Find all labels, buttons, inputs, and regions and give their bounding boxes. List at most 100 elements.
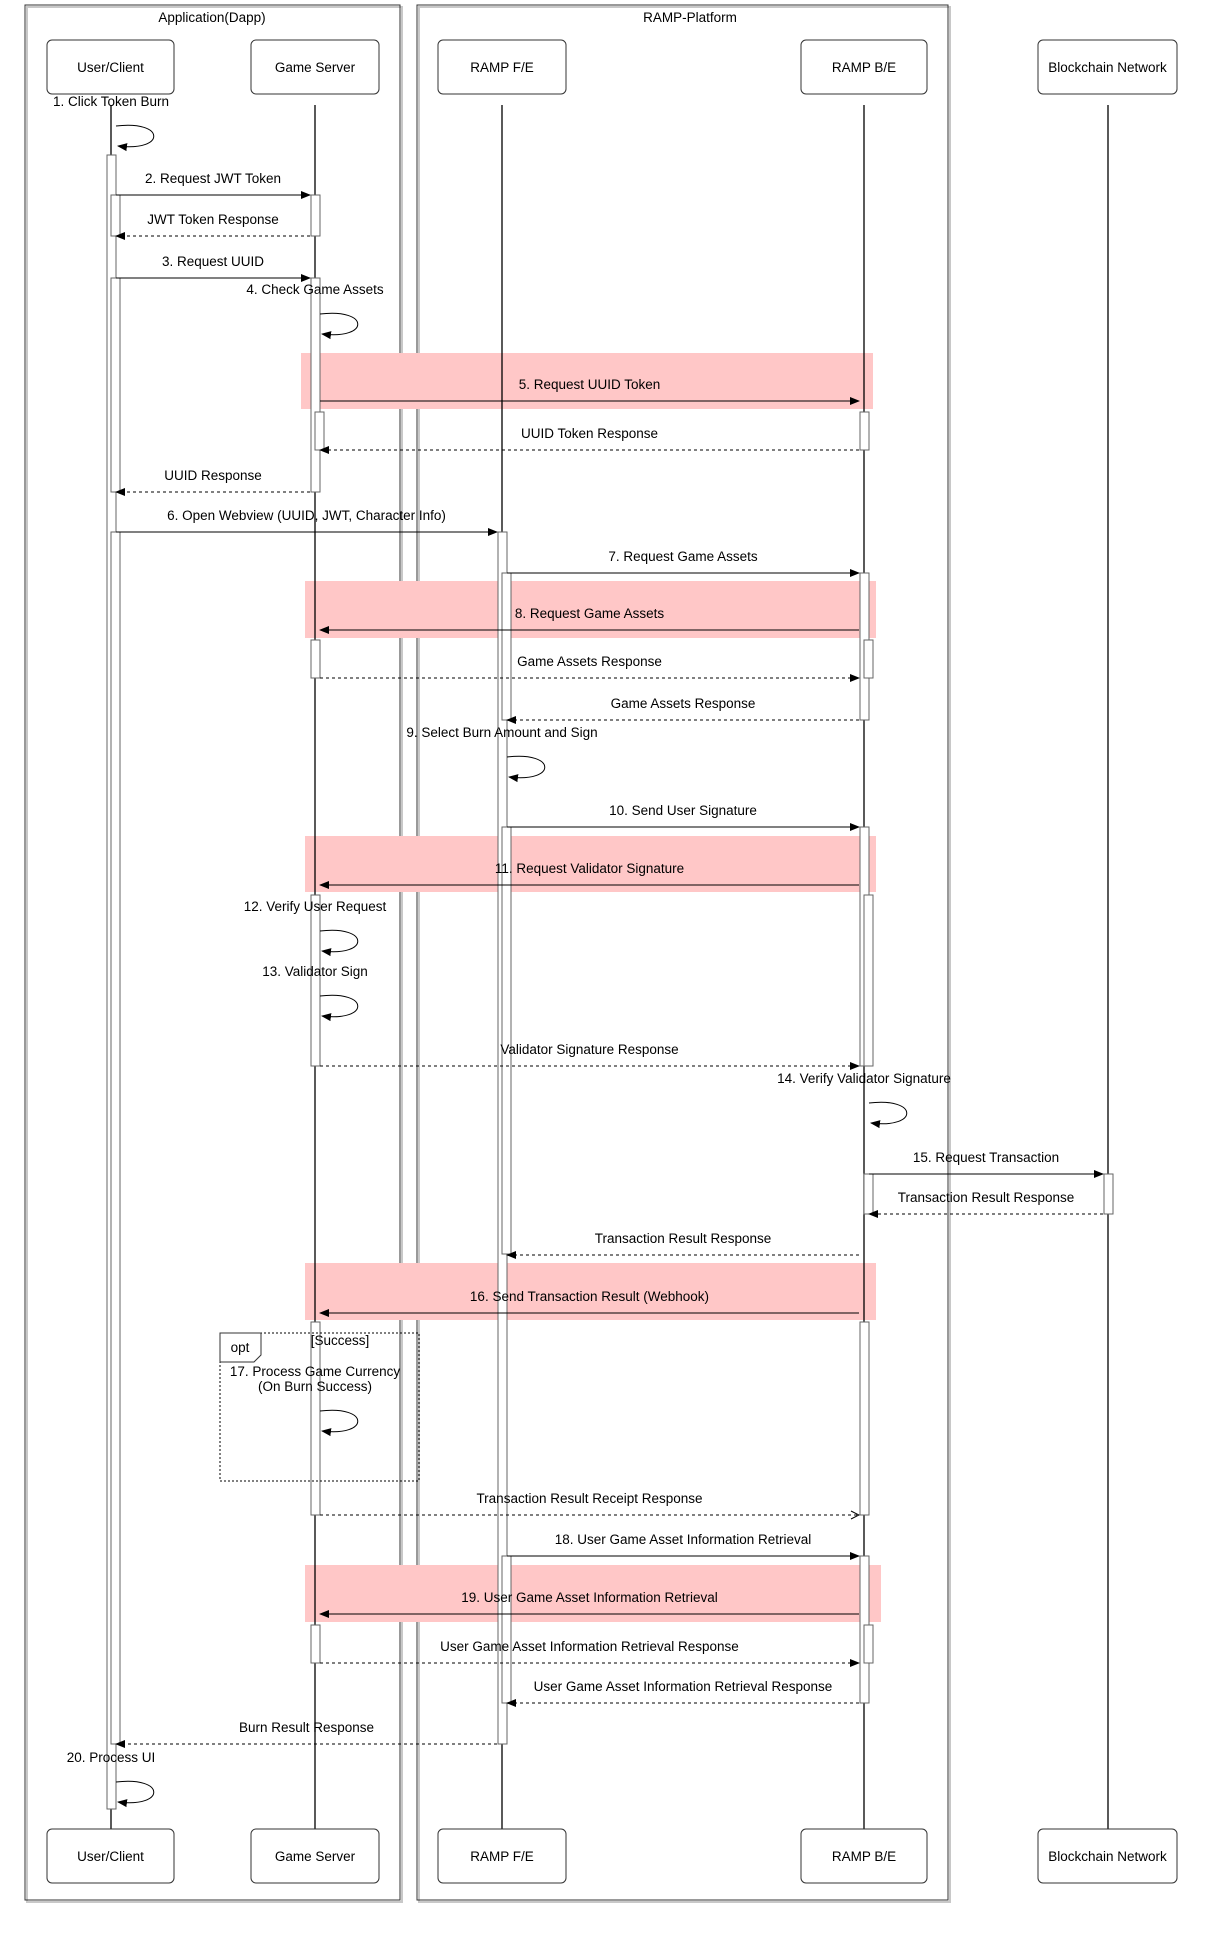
message-label: Burn Result Response xyxy=(239,1720,374,1735)
highlight-band xyxy=(305,1565,881,1622)
frame-title-app: Application(Dapp) xyxy=(158,10,265,25)
message-19: Validator Signature Response xyxy=(320,1042,860,1070)
activation-bar-game xyxy=(310,894,321,1067)
participant-label-be-bottom: RAMP B/E xyxy=(832,1849,896,1864)
message-1: 1. Click Token Burn xyxy=(53,94,169,152)
message-28: 19. User Game Asset Information Retrieva… xyxy=(319,1590,859,1618)
activation-bar-game xyxy=(310,194,321,237)
activation-bar-bc xyxy=(1103,1173,1114,1215)
participant-label-user-top: User/Client xyxy=(77,60,144,75)
activation-bar-fe xyxy=(501,826,512,1255)
message-27: 18. User Game Asset Information Retrieva… xyxy=(507,1532,860,1560)
message-32: 20. Process UI xyxy=(67,1750,156,1808)
participant-box-bc-top xyxy=(1037,39,1178,95)
message-label: Transaction Result Response xyxy=(595,1231,772,1246)
self-loop-arrow xyxy=(868,1101,908,1129)
activation-bar-game xyxy=(310,277,321,493)
participant-box-be-bottom xyxy=(800,1828,928,1884)
message-label: 5. Request UUID Token xyxy=(519,377,661,392)
activation-bar-be xyxy=(863,1173,874,1215)
highlight-band xyxy=(305,581,876,638)
message-13: Game Assets Response xyxy=(506,696,859,724)
message-label: Transaction Result Response xyxy=(898,1190,1075,1205)
message-11: 8. Request Game Assets xyxy=(319,606,859,634)
message-label: 18. User Game Asset Information Retrieva… xyxy=(555,1532,812,1547)
message-30: User Game Asset Information Retrieval Re… xyxy=(506,1679,859,1707)
message-label: 19. User Game Asset Information Retrieva… xyxy=(461,1590,718,1605)
message-label: 3. Request UUID xyxy=(162,254,264,269)
message-label: 14. Verify Validator Signature xyxy=(777,1071,951,1086)
activation-bar-be xyxy=(859,411,870,451)
message-label: 10. Send User Signature xyxy=(609,803,757,818)
message-label: 2. Request JWT Token xyxy=(145,171,281,186)
message-10: 7. Request Game Assets xyxy=(507,549,860,577)
message-3: JWT Token Response xyxy=(115,212,310,240)
message-5: 4. Check Game Assets xyxy=(246,282,384,340)
message-label: (On Burn Success) xyxy=(258,1379,372,1394)
participant-box-be-top xyxy=(800,39,928,95)
self-loop-arrow xyxy=(319,994,359,1022)
message-label: Game Assets Response xyxy=(517,654,662,669)
highlight-band xyxy=(305,1263,876,1320)
message-12: Game Assets Response xyxy=(320,654,860,682)
message-8: UUID Response xyxy=(115,468,310,496)
message-label: 13. Validator Sign xyxy=(262,964,368,979)
participant-label-fe-top: RAMP F/E xyxy=(470,60,534,75)
self-loop-arrow xyxy=(319,1409,359,1437)
participant-box-user-top xyxy=(46,39,175,95)
message-31: Burn Result Response xyxy=(115,1720,497,1748)
message-label: 16. Send Transaction Result (Webhook) xyxy=(470,1289,709,1304)
activation-bar-game xyxy=(310,1321,321,1516)
message-21: 15. Request Transaction xyxy=(869,1150,1104,1178)
fragment-frame xyxy=(219,1332,420,1482)
message-29: User Game Asset Information Retrieval Re… xyxy=(320,1639,860,1667)
participant-label-game-bottom: Game Server xyxy=(275,1849,356,1864)
message-label: 4. Check Game Assets xyxy=(246,282,384,297)
message-label: 6. Open Webview (UUID, JWT, Character In… xyxy=(167,508,446,523)
activation-bar-be xyxy=(859,1321,870,1516)
activation-bar-user xyxy=(110,277,121,493)
participant-box-game-bottom xyxy=(250,1828,380,1884)
message-label: 7. Request Game Assets xyxy=(608,549,758,564)
message-2: 2. Request JWT Token xyxy=(116,171,311,199)
self-loop-arrow xyxy=(319,929,359,957)
frame-shadow xyxy=(418,6,951,1903)
message-label: UUID Token Response xyxy=(521,426,658,441)
self-loop-arrow xyxy=(115,1780,155,1808)
fragment-tab xyxy=(219,1332,262,1363)
fragment-guard: [Success] xyxy=(311,1333,370,1348)
message-26: Transaction Result Receipt Response xyxy=(320,1491,859,1515)
message-18: 13. Validator Sign xyxy=(262,964,368,1022)
participant-box-fe-bottom xyxy=(437,1828,567,1884)
message-label: JWT Token Response xyxy=(147,212,279,227)
activation-bar-be xyxy=(863,894,874,1067)
activation-bar-user xyxy=(110,531,121,1745)
message-24: 16. Send Transaction Result (Webhook) xyxy=(319,1289,859,1317)
message-label: 1. Click Token Burn xyxy=(53,94,169,109)
participant-label-bc-top: Blockchain Network xyxy=(1048,60,1167,75)
message-label: 8. Request Game Assets xyxy=(515,606,665,621)
participant-label-bc-bottom: Blockchain Network xyxy=(1048,1849,1167,1864)
message-label: 20. Process UI xyxy=(67,1750,156,1765)
frames-layer: Application(Dapp) RAMP-Platform xyxy=(24,4,951,1903)
highlight-band xyxy=(301,353,873,409)
message-label: User Game Asset Information Retrieval Re… xyxy=(440,1639,739,1654)
message-4: 3. Request UUID xyxy=(116,254,311,282)
frame-app xyxy=(24,4,401,1901)
message-7: UUID Token Response xyxy=(319,426,859,454)
message-label: Transaction Result Receipt Response xyxy=(476,1491,702,1506)
message-17: 12. Verify User Request xyxy=(244,899,387,957)
message-label: User Game Asset Information Retrieval Re… xyxy=(534,1679,833,1694)
message-label: 12. Verify User Request xyxy=(244,899,387,914)
message-6: 5. Request UUID Token xyxy=(320,377,860,405)
activation-bar-user xyxy=(110,194,121,237)
message-22: Transaction Result Response xyxy=(868,1190,1103,1218)
message-label: 11. Request Validator Signature xyxy=(495,861,684,876)
frame-ramp xyxy=(416,4,949,1901)
activation-bar-be xyxy=(863,1624,874,1664)
highlight-band xyxy=(305,836,876,892)
frame-title-ramp: RAMP-Platform xyxy=(643,10,737,25)
activation-bar-fe xyxy=(501,572,512,721)
message-label: Validator Signature Response xyxy=(500,1042,678,1057)
